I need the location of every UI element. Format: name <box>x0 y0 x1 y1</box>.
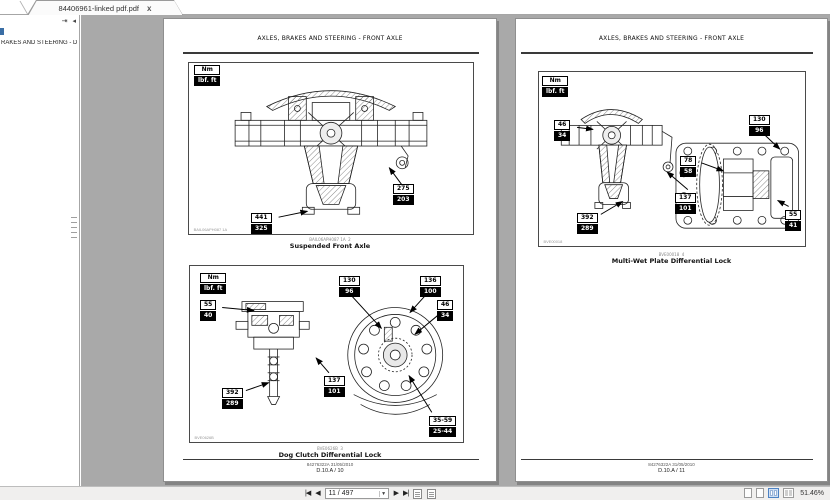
multiwet-drawing: BVE00018 <box>543 109 799 244</box>
two-page-view-icon[interactable] <box>768 488 780 498</box>
pdf-page-10: AXLES, BRAKES AND STEERING - FRONT AXLE <box>163 18 497 482</box>
page-header: AXLES, BRAKES AND STEERING - FRONT AXLE <box>257 35 403 42</box>
torque-legend: Nm lbf. ft <box>542 76 569 97</box>
tab-title: 84406961-linked pdf.pdf <box>58 3 140 13</box>
close-tab-icon[interactable]: x <box>147 3 152 13</box>
torque-legend: Nm lbf. ft <box>194 65 221 86</box>
previous-view-icon[interactable] <box>413 488 423 499</box>
header-rule <box>183 52 479 54</box>
torque-callout: 275 203 <box>393 184 414 205</box>
continuous-view-icon[interactable] <box>756 488 765 498</box>
figure-caption: BVE0626B 3 Dog Clutch Differential Lock <box>278 446 382 459</box>
pdf-page-11: AXLES, BRAKES AND STEERING - FRONT AXLE <box>515 18 828 482</box>
figure-suspended-front-axle: BAIL06APH087 1A Nm lbf. ft 275 203 441 3… <box>188 62 474 235</box>
main-area: ⇥ ◂ RAKES AND STEERING - D AXLES, BRAKES… <box>0 15 830 486</box>
drawing-code: BVE00018 <box>543 239 563 244</box>
torque-callout: 441 325 <box>251 213 272 234</box>
footer-page-number: D.10.A / 10 <box>316 468 344 474</box>
footer-rule <box>183 459 479 460</box>
panel-resize-grip[interactable] <box>71 217 77 242</box>
bookmark-icon <box>0 28 4 35</box>
torque-legend: Nm lbf. ft <box>200 273 227 294</box>
page-number-input[interactable]: 11 / 497 ▼ <box>324 488 389 499</box>
figure-caption: BAIL06APH087 1A 2 Suspended Front Axle <box>289 237 371 250</box>
drawing-code: BVE0626B <box>195 435 215 440</box>
header-rule <box>521 52 813 54</box>
page-header: AXLES, BRAKES AND STEERING - FRONT AXLE <box>598 35 745 42</box>
panel-arrow-icon[interactable]: ◂ <box>72 18 76 25</box>
footer-doc-code: 84276322A 31/05/2010 <box>306 462 354 467</box>
zoom-level: 51.46% <box>800 489 824 497</box>
tab-bar: 84406961-linked pdf.pdf x <box>0 0 830 15</box>
document-area[interactable]: AXLES, BRAKES AND STEERING - FRONT AXLE <box>81 15 830 486</box>
status-bar: |◀ ◀ 11 / 497 ▼ ▶ ▶| 51.46% <box>0 486 830 500</box>
footer-doc-code: 84276322A 31/05/2010 <box>648 462 695 467</box>
two-page-continuous-view-icon[interactable] <box>783 488 795 498</box>
next-view-icon[interactable] <box>427 488 437 499</box>
bookmarks-panel: ⇥ ◂ RAKES AND STEERING - D <box>0 15 80 486</box>
previous-page-button[interactable]: ◀ <box>315 490 320 497</box>
last-page-button[interactable]: ▶| <box>402 490 409 497</box>
single-page-view-icon[interactable] <box>744 488 753 498</box>
figure-caption: BVE00018 4 Multi-Wet Plate Differential … <box>611 252 732 265</box>
next-page-button[interactable]: ▶ <box>393 490 399 497</box>
diff-lock-drawing: BVE0626B <box>195 292 444 440</box>
collapse-panel-icon[interactable]: ⇥ <box>61 18 68 25</box>
first-page-button[interactable]: |◀ <box>305 490 311 497</box>
previous-tab-edge[interactable] <box>6 1 29 14</box>
sidebar-controls: ⇥ ◂ <box>62 17 76 25</box>
drawing-code: BAIL06APH087 1A <box>194 227 228 232</box>
view-mode-group: 51.46% <box>744 488 824 498</box>
document-tab[interactable]: 84406961-linked pdf.pdf x <box>27 0 183 15</box>
page-navigation: |◀ ◀ 11 / 497 ▼ ▶ ▶| <box>305 488 437 499</box>
footer-rule <box>521 459 813 460</box>
bookmark-item[interactable]: RAKES AND STEERING - D <box>1 40 78 46</box>
axle-drawing: BAIL06APH087 1A <box>194 90 428 232</box>
footer-page-number: D.10.A / 11 <box>658 468 685 474</box>
page-dropdown-icon[interactable]: ▼ <box>378 490 388 497</box>
